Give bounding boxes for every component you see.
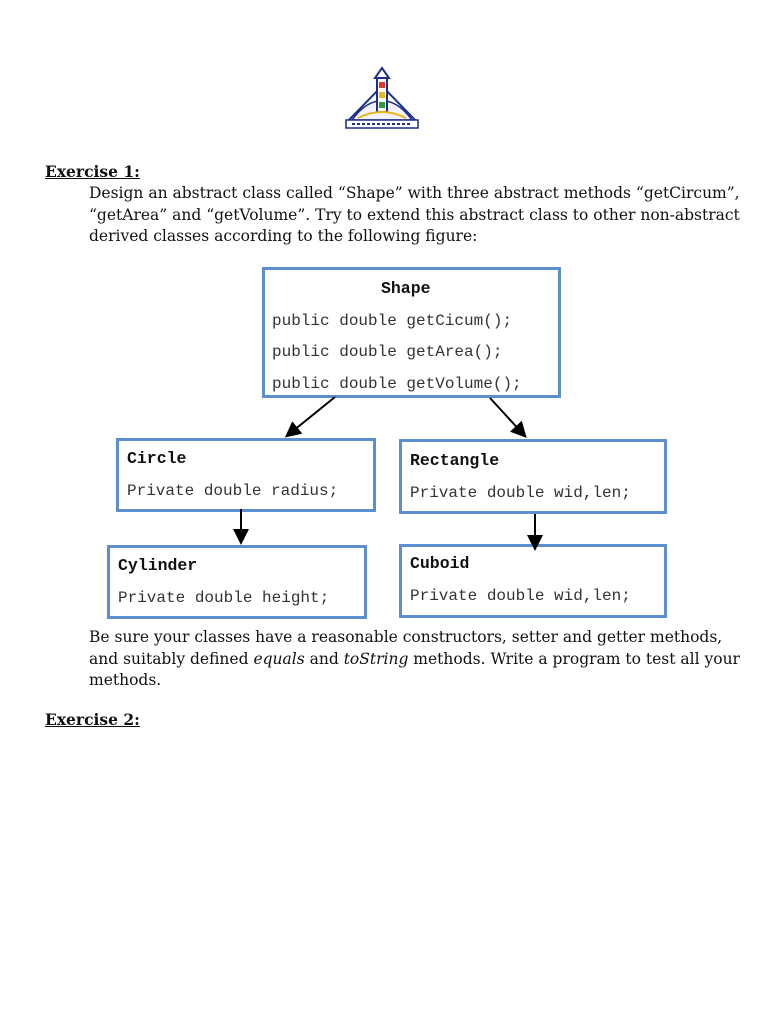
shape-method: public double getVolume(); [272, 375, 522, 393]
circle-class-box: Circle Private double radius; [116, 438, 376, 512]
cuboid-field: Private double wid,len; [410, 587, 631, 605]
intro-line: Design an abstract class called “Shape” … [89, 184, 740, 202]
requirements-text: and suitably defined [89, 649, 254, 668]
circle-class-name: Circle [127, 449, 187, 468]
requirements-line: Be sure your classes have a reasonable c… [89, 628, 723, 646]
rectangle-class-name: Rectangle [410, 451, 500, 470]
cylinder-class-name: Cylinder [118, 556, 198, 575]
exercise-1-intro: Design an abstract class called “Shape” … [89, 183, 740, 248]
rectangle-field: Private double wid,len; [410, 484, 631, 502]
cylinder-class-box: Cylinder Private double height; [107, 545, 367, 619]
shape-method: public double getArea(); [272, 343, 503, 361]
intro-line: derived classes according to the followi… [89, 227, 478, 245]
shape-class-name: Shape [381, 279, 431, 298]
equals-term: equals [253, 649, 305, 668]
shape-class-box: Shape public double getCicum(); public d… [262, 267, 561, 398]
university-logo [344, 66, 420, 129]
cuboid-class-name: Cuboid [410, 554, 470, 573]
rectangle-class-box: Rectangle Private double wid,len; [399, 439, 667, 514]
exercise-1-heading: Exercise 1: [45, 162, 140, 181]
exercise-1-requirements: Be sure your classes have a reasonable c… [89, 627, 740, 692]
exercise-2-heading: Exercise 2: [45, 710, 140, 729]
arrow-shape-to-circle [284, 396, 336, 438]
requirements-line: methods. [89, 671, 162, 689]
arrow-shape-to-rectangle [489, 397, 527, 438]
cylinder-field: Private double height; [118, 589, 330, 607]
circle-field: Private double radius; [127, 482, 339, 500]
shape-method: public double getCicum(); [272, 312, 513, 330]
requirements-text: methods. Write a program to test all you… [408, 649, 740, 668]
requirements-line: and suitably defined equals and toString… [89, 649, 740, 671]
cuboid-class-box: Cuboid Private double wid,len; [399, 544, 667, 618]
intro-line: “getArea” and “getVolume”. Try to extend… [89, 205, 740, 224]
tostring-term: toString [343, 649, 409, 668]
requirements-text: and [304, 649, 344, 668]
